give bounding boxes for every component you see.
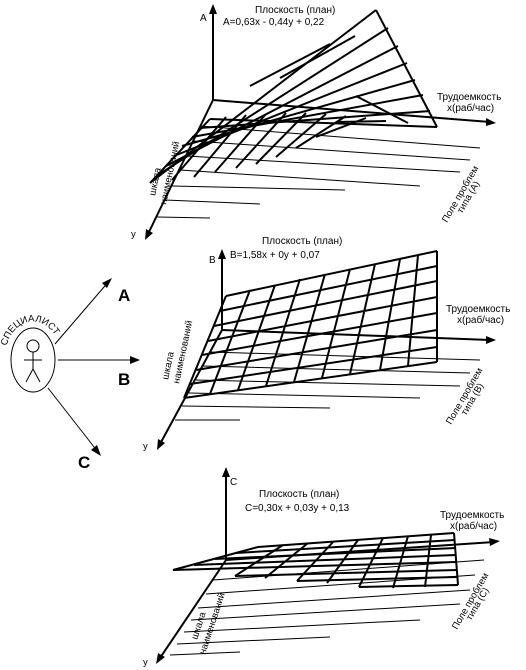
panel-a-field-lines [156, 125, 481, 219]
panel-c-equation: C=0,30x + 0,03y + 0,13 [245, 503, 350, 514]
panel-b-y-label: у [143, 441, 148, 452]
panel-c-y-arrow [156, 653, 165, 664]
panel-a-axis-letter: A [200, 13, 207, 24]
panel-a-title: Плоскость (план) [255, 5, 335, 16]
panel-b: B у [143, 236, 510, 452]
specialist-arrows: A B C [47, 278, 140, 472]
panel-a-vertical-arrow [209, 4, 217, 14]
panel-c-y-axis [159, 559, 227, 659]
panel-b-x-axis [221, 329, 491, 341]
panel-b-field-lines [175, 351, 481, 421]
panel-b-x-label-1: Трудоемкость [446, 304, 510, 315]
panel-c-axis-letter: C [230, 477, 237, 488]
panel-c-x-arrow [489, 538, 500, 546]
arrow-b-head [130, 356, 140, 364]
head-icon [26, 339, 40, 353]
panel-b-y-arrow [157, 439, 165, 450]
leg-left [25, 368, 34, 383]
panel-b-equation: B=1,58x + 0y + 0,07 [230, 250, 320, 261]
panel-a-surface-grid [149, 9, 438, 184]
panel-a: A у [131, 4, 501, 240]
panel-a-y-axis [147, 99, 214, 235]
panel-c-title: Плоскость (план) [259, 489, 339, 500]
panel-c-vertical-arrow [222, 467, 230, 477]
arrow-c-line [47, 387, 99, 453]
panel-c-surface-grid [172, 532, 459, 589]
specialist-oval [10, 327, 56, 393]
panel-b-title: Плоскость (план) [262, 236, 342, 247]
panel-b-x-label-2: х(раб/час) [457, 314, 504, 326]
leg-right [32, 368, 41, 383]
panel-a-x-label-2: х(раб/час) [447, 102, 494, 114]
panel-b-scale-label-2: наименований [171, 319, 195, 384]
panel-b-x-arrow [486, 336, 496, 344]
specialist-label: СПЕЦИАЛИСТ [0, 313, 62, 347]
arrow-c-label: C [78, 453, 90, 472]
panel-b-vertical-arrow [218, 249, 226, 259]
arrow-c-head [91, 445, 101, 456]
panel-a-y-label: у [131, 229, 136, 240]
panel-a-x-arrow [486, 118, 496, 126]
panel-b-y-axis [159, 329, 223, 445]
arrow-a-line [54, 279, 111, 345]
panel-b-axis-letter: B [209, 255, 216, 266]
panel-a-y-arrow [145, 229, 153, 240]
panel-c-y-label: у [143, 657, 148, 668]
panel-c-x-label-1: Трудоемкость [440, 510, 504, 521]
panel-a-x-label-1: Трудоемкость [437, 92, 501, 103]
arrow-a-head [102, 278, 112, 288]
panel-c: C у [143, 467, 504, 668]
arrow-b-label: B [118, 370, 130, 389]
panel-b-surface-grid [183, 250, 438, 399]
panel-a-equation: A=0,63x - 0,44y + 0,22 [223, 17, 325, 28]
panel-a-x-axis [212, 99, 491, 123]
panel-c-x-label-2: х(раб/час) [450, 520, 497, 532]
specialist-figure: СПЕЦИАЛИСТ [0, 313, 62, 393]
arrow-a-label: A [118, 286, 130, 305]
